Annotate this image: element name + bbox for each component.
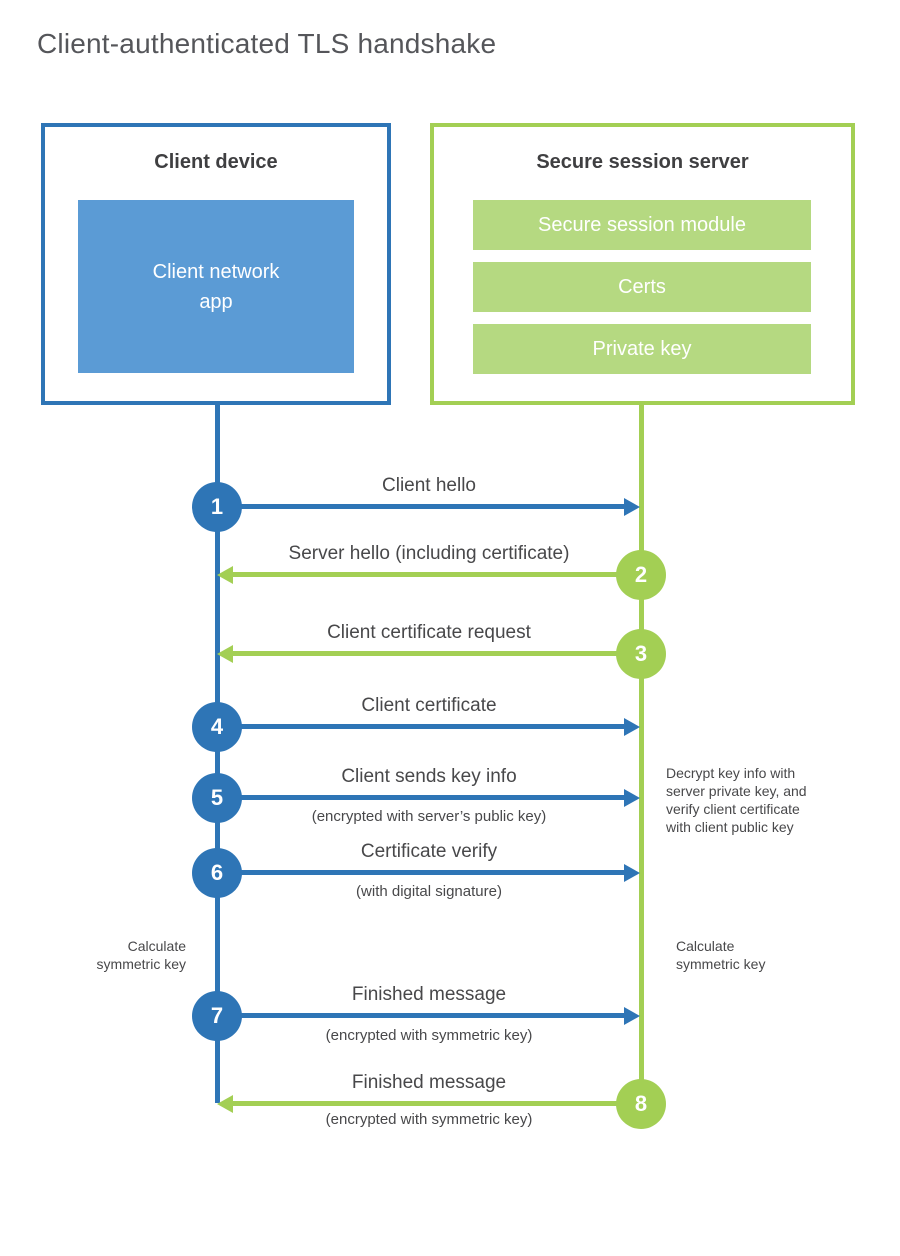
- client-lifeline: [215, 403, 220, 1103]
- step-5-circle: 5: [192, 773, 242, 823]
- step-6-arrow: [217, 870, 626, 875]
- step-6-arrowhead-icon: [624, 864, 640, 882]
- step-4-arrow: [217, 724, 626, 729]
- step-1-label: Client hello: [382, 475, 476, 496]
- annotation-calc-symmetric-client: Calculate symmetric key: [96, 938, 186, 972]
- step-7-arrowhead-icon: [624, 1007, 640, 1025]
- step-7-sublabel: (encrypted with symmetric key): [325, 1027, 533, 1044]
- server-module-secure-session: Secure session module: [473, 200, 811, 250]
- annotation-calc-symmetric-server: Calculate symmetric key: [676, 938, 766, 972]
- step-7-arrow: [217, 1013, 626, 1018]
- server-module-certs: Certs: [473, 262, 811, 312]
- step-1-circle: 1: [192, 482, 242, 532]
- step-7-circle: 7: [192, 991, 242, 1041]
- step-5-arrowhead-icon: [624, 789, 640, 807]
- step-5-sublabel: (encrypted with server’s public key): [311, 808, 547, 825]
- client-network-app-box: Client network app: [78, 200, 354, 373]
- client-device-box: Client device Client network app: [41, 123, 391, 405]
- step-2-arrowhead-icon: [217, 566, 233, 584]
- step-8-circle: 8: [616, 1079, 666, 1129]
- step-8-label: Finished message: [351, 1072, 507, 1093]
- diagram-title: Client-authenticated TLS handshake: [37, 28, 497, 59]
- step-6-circle: 6: [192, 848, 242, 898]
- server-box: Secure session server Secure session mod…: [430, 123, 855, 405]
- step-3-circle: 3: [616, 629, 666, 679]
- server-module-private-key: Private key: [473, 324, 811, 374]
- step-1-arrowhead-icon: [624, 498, 640, 516]
- annotation-decrypt-note: Decrypt key info with server private key…: [666, 765, 807, 835]
- server-title: Secure session server: [536, 151, 749, 173]
- step-5-label: Client sends key info: [341, 766, 517, 787]
- step-8-sublabel: (encrypted with symmetric key): [325, 1111, 533, 1128]
- step-6-label: Certificate verify: [360, 841, 498, 862]
- step-2-circle: 2: [616, 550, 666, 600]
- step-3-arrow: [232, 651, 641, 656]
- step-6-sublabel: (with digital signature): [356, 883, 502, 900]
- step-1-arrow: [217, 504, 626, 509]
- step-3-arrowhead-icon: [217, 645, 233, 663]
- step-2-arrow: [232, 572, 641, 577]
- step-3-label: Client certificate request: [327, 622, 531, 643]
- step-7-label: Finished message: [351, 984, 507, 1005]
- step-2-label: Server hello (including certificate): [288, 543, 570, 564]
- step-5-arrow: [217, 795, 626, 800]
- step-8-arrow: [232, 1101, 641, 1106]
- step-4-circle: 4: [192, 702, 242, 752]
- client-device-title: Client device: [154, 151, 278, 173]
- step-4-arrowhead-icon: [624, 718, 640, 736]
- step-8-arrowhead-icon: [217, 1095, 233, 1113]
- server-lifeline: [639, 403, 644, 1106]
- step-4-label: Client certificate: [361, 695, 497, 716]
